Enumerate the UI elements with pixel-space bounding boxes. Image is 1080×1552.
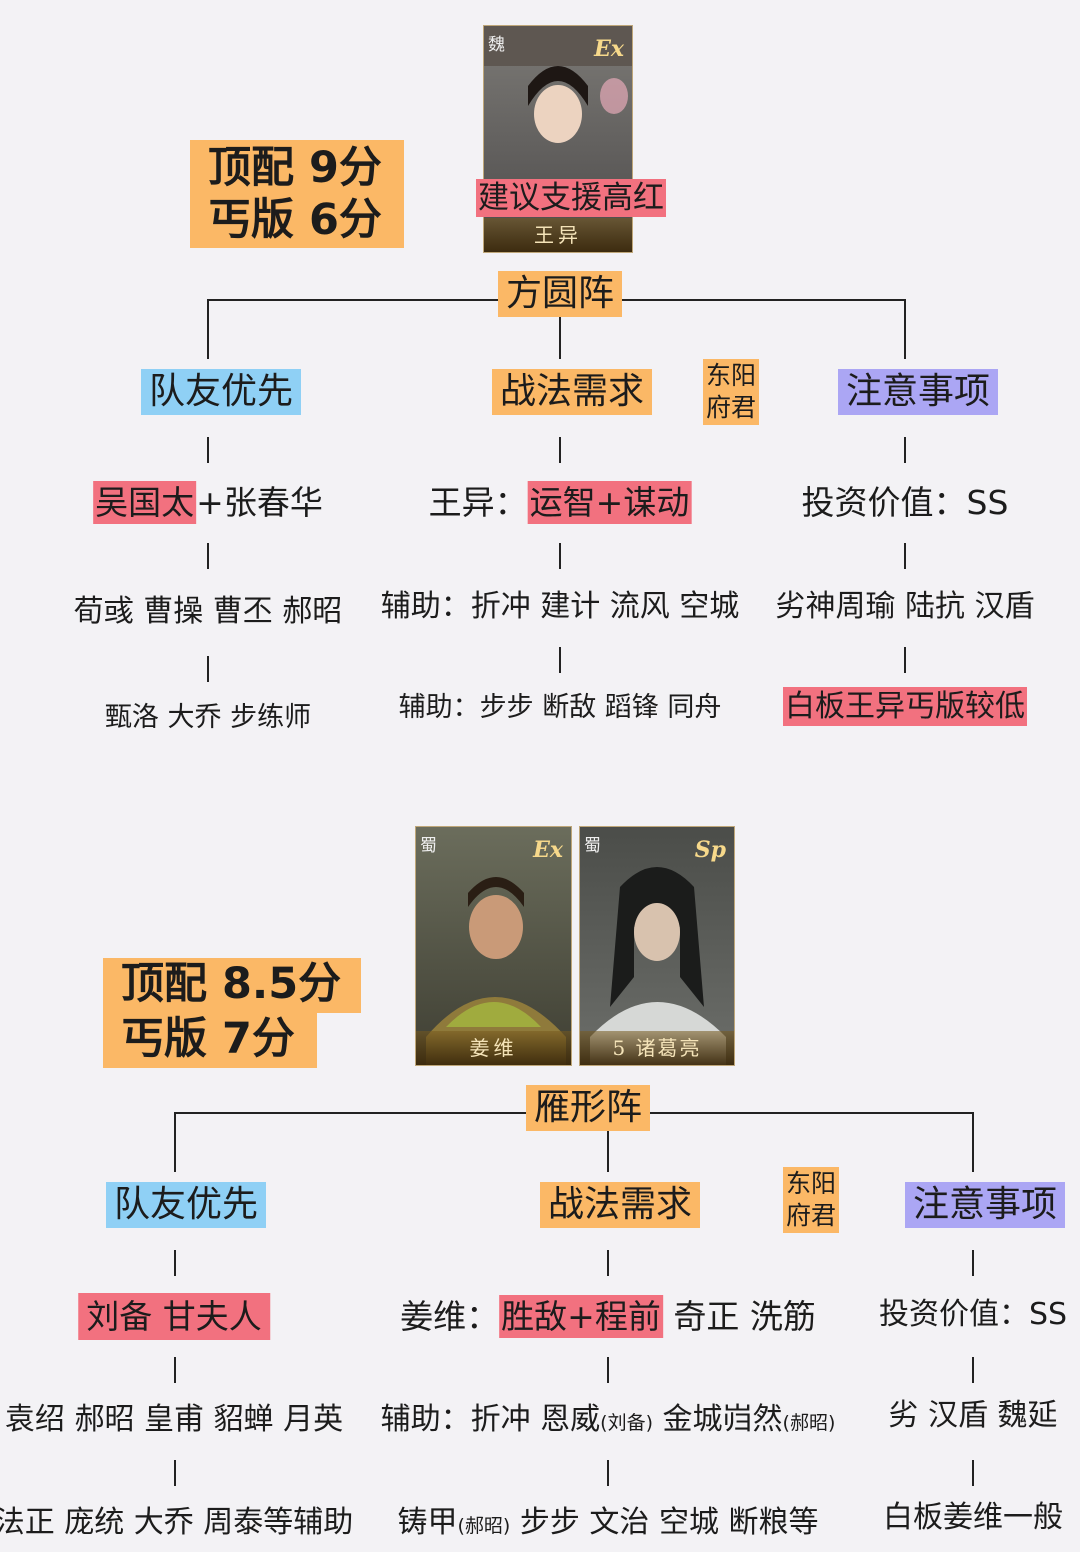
row-note: (郝昭) — [457, 1515, 511, 1537]
hero-portrait-wangyi: 魏 Ex 王异 — [483, 25, 633, 253]
tick — [207, 437, 209, 463]
hero-portrait-jiangwei: 蜀 Ex 姜维 — [415, 826, 572, 1066]
formation-label: 雁形阵 — [526, 1085, 651, 1131]
connector-v-2a — [174, 1112, 176, 1172]
teammates-row-1: 刘备 甘夫人 — [78, 1293, 270, 1340]
hero-portrait-zhugeliang: 蜀 Sp 5 诸葛亮 — [579, 826, 735, 1066]
highlight-text: 吴国太 — [93, 481, 197, 524]
side-tag-line2: 府君 — [786, 1201, 837, 1230]
tick — [607, 1357, 609, 1383]
row-text: 辅助：折冲 恩威 — [380, 1402, 601, 1437]
tick — [559, 543, 561, 569]
advice-label: 建议支援高红 — [476, 179, 666, 217]
faction-icon: 魏 — [488, 35, 505, 55]
score-top-label: 顶配 8.5分 — [103, 958, 361, 1013]
row-text: 铸甲 — [397, 1505, 458, 1540]
score-top-label: 顶配 9分 — [208, 143, 382, 193]
connector-v-1b — [559, 316, 561, 359]
teammates-row-1: 吴国太+张春华 — [93, 481, 323, 524]
category-skills: 战法需求 — [492, 369, 653, 415]
skills-row-1: 王异：运智+谋动 — [428, 481, 692, 524]
category-skills: 战法需求 — [540, 1182, 701, 1228]
highlight-text: 刘备 甘夫人 — [78, 1293, 270, 1340]
tick — [972, 1357, 974, 1383]
score-budget-label: 丐版 6分 — [208, 195, 382, 245]
tick — [904, 647, 906, 673]
notes-row-2: 劣 汉盾 魏延 — [888, 1398, 1058, 1433]
highlight-text: 白板王异丐版较低 — [783, 687, 1027, 726]
skills-row-3: 辅助：步步 断敌 蹈锋 同舟 — [398, 692, 722, 723]
skills-row-1: 姜维：胜敌+程前 奇正 洗筋 — [400, 1295, 816, 1338]
tick — [174, 1250, 176, 1276]
teammates-row-3: 甄洛 大乔 步练师 — [104, 702, 312, 733]
score-box-1: 顶配 9分 丐版 6分 — [190, 140, 404, 248]
category-teammates: 队友优先 — [141, 369, 302, 415]
tick — [607, 1250, 609, 1276]
notes-row-1: 投资价值：SS — [801, 483, 1009, 522]
row-text: 姜维： — [400, 1297, 500, 1336]
row-note: (郝昭) — [782, 1412, 836, 1434]
row-text: 金城岿然 — [653, 1402, 783, 1437]
tick — [972, 1250, 974, 1276]
row-text: 王异： — [428, 483, 528, 522]
hero-name: 王异 — [484, 218, 632, 252]
highlight-text: 胜敌+程前 — [499, 1295, 663, 1338]
notes-row-1: 投资价值：SS — [878, 1297, 1068, 1332]
category-notes: 注意事项 — [905, 1182, 1066, 1228]
ex-badge-icon: Ex — [533, 837, 563, 863]
tick — [174, 1460, 176, 1486]
tick — [607, 1460, 609, 1486]
teammates-row-3: 法正 庞统 大乔 周泰等辅助 — [0, 1505, 354, 1540]
tick — [972, 1460, 974, 1486]
row-text: 步步 文治 空城 断粮等 — [510, 1505, 819, 1540]
tick — [174, 1357, 176, 1383]
sp-badge-icon: Sp — [694, 837, 726, 863]
connector-v-2b — [607, 1130, 609, 1172]
skills-row-3: 铸甲(郝昭) 步步 文治 空城 断粮等 — [398, 1508, 819, 1538]
side-tag-line1: 东阳 — [786, 1169, 837, 1198]
row-note: (刘备) — [600, 1412, 653, 1434]
side-tag-line2: 府君 — [706, 393, 757, 422]
tick — [559, 647, 561, 673]
notes-row-2: 劣神周瑜 陆抗 汉盾 — [775, 589, 1035, 624]
side-tag: 东阳 府君 — [783, 1167, 840, 1233]
row-text: +张春华 — [196, 483, 323, 522]
tick — [904, 437, 906, 463]
skills-row-2: 辅助：折冲 建计 流风 空城 — [380, 589, 740, 624]
teammates-row-2: 荀彧 曹操 曹丕 郝昭 — [73, 594, 343, 629]
category-teammates: 队友优先 — [106, 1182, 267, 1228]
connector-v-1a — [207, 299, 209, 359]
hero-name: 姜维 — [416, 1031, 571, 1065]
side-tag-line1: 东阳 — [706, 361, 757, 390]
faction-icon: 蜀 — [584, 836, 601, 856]
hero-name: 5 诸葛亮 — [580, 1031, 734, 1065]
skills-row-2: 辅助：折冲 恩威(刘备) 金城岿然(郝昭) — [381, 1405, 836, 1435]
connector-v-2c — [972, 1112, 974, 1172]
tick — [559, 437, 561, 463]
tick — [207, 543, 209, 569]
notes-row-3: 白板姜维一般 — [883, 1500, 1063, 1535]
category-notes: 注意事项 — [838, 369, 999, 415]
tick — [207, 656, 209, 682]
row-text: 奇正 洗筋 — [662, 1297, 816, 1336]
connector-v-1c — [904, 299, 906, 359]
faction-icon: 蜀 — [420, 836, 437, 856]
notes-row-3: 白板王异丐版较低 — [783, 687, 1027, 726]
teammates-row-2: 袁绍 郝昭 皇甫 貂蝉 月英 — [4, 1402, 344, 1437]
side-tag: 东阳 府君 — [703, 359, 760, 425]
score-budget-label: 丐版 7分 — [103, 1013, 317, 1068]
highlight-text: 运智+谋动 — [527, 481, 692, 524]
score-box-2: 顶配 8.5分 丐版 7分 — [103, 958, 361, 1068]
formation-label: 方圆阵 — [498, 271, 623, 317]
tick — [904, 543, 906, 569]
ex-badge-icon: Ex — [594, 36, 624, 62]
